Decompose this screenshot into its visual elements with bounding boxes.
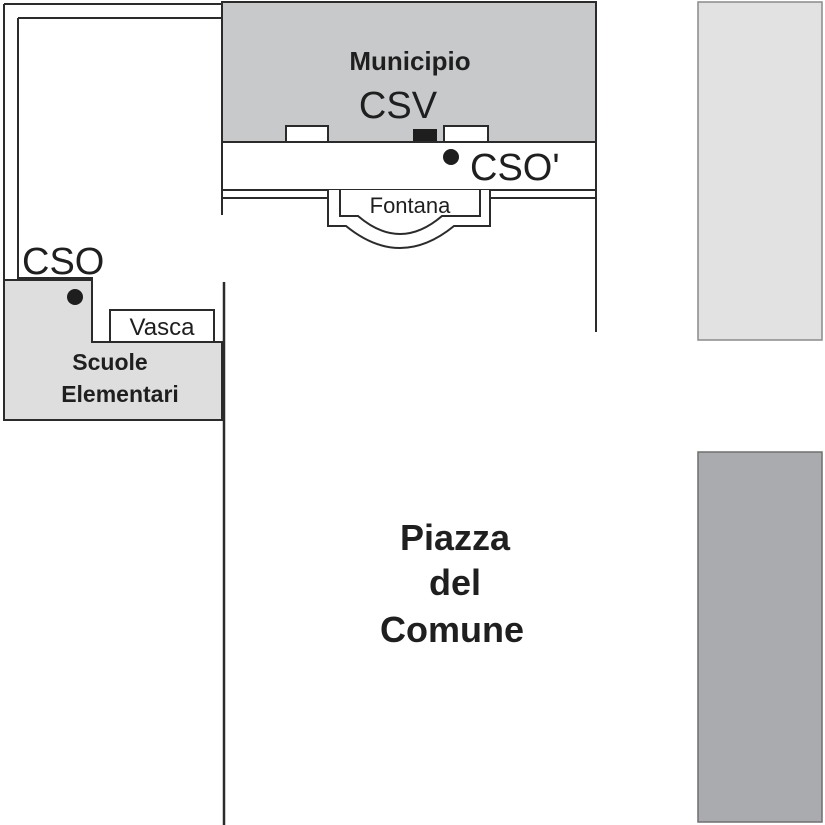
- cso-marker: [67, 289, 83, 305]
- vasca-basin: [109, 309, 215, 343]
- municipio-label: Municipio: [349, 46, 470, 76]
- cso-prime-label: CSO': [470, 147, 560, 189]
- scuole-label: Scuole: [72, 349, 147, 375]
- csv-label: CSV: [359, 85, 438, 127]
- cso-prime-marker: [443, 149, 459, 165]
- piazza-label-line3: Comune: [380, 609, 524, 650]
- fontana-fountain: [327, 190, 491, 249]
- csv-marker: [413, 129, 437, 141]
- fontana-label: Fontana: [370, 193, 451, 218]
- elementari-label: Elementari: [61, 381, 179, 407]
- cso-label: CSO: [22, 241, 104, 283]
- east-block-light: [697, 1, 823, 341]
- east-block-dark: [697, 451, 823, 823]
- vasca-label: Vasca: [130, 314, 196, 341]
- scuole-elementari-building: [3, 279, 223, 421]
- piazza-label-line1: Piazza: [400, 517, 511, 558]
- piazza-label-line2: del: [429, 562, 481, 603]
